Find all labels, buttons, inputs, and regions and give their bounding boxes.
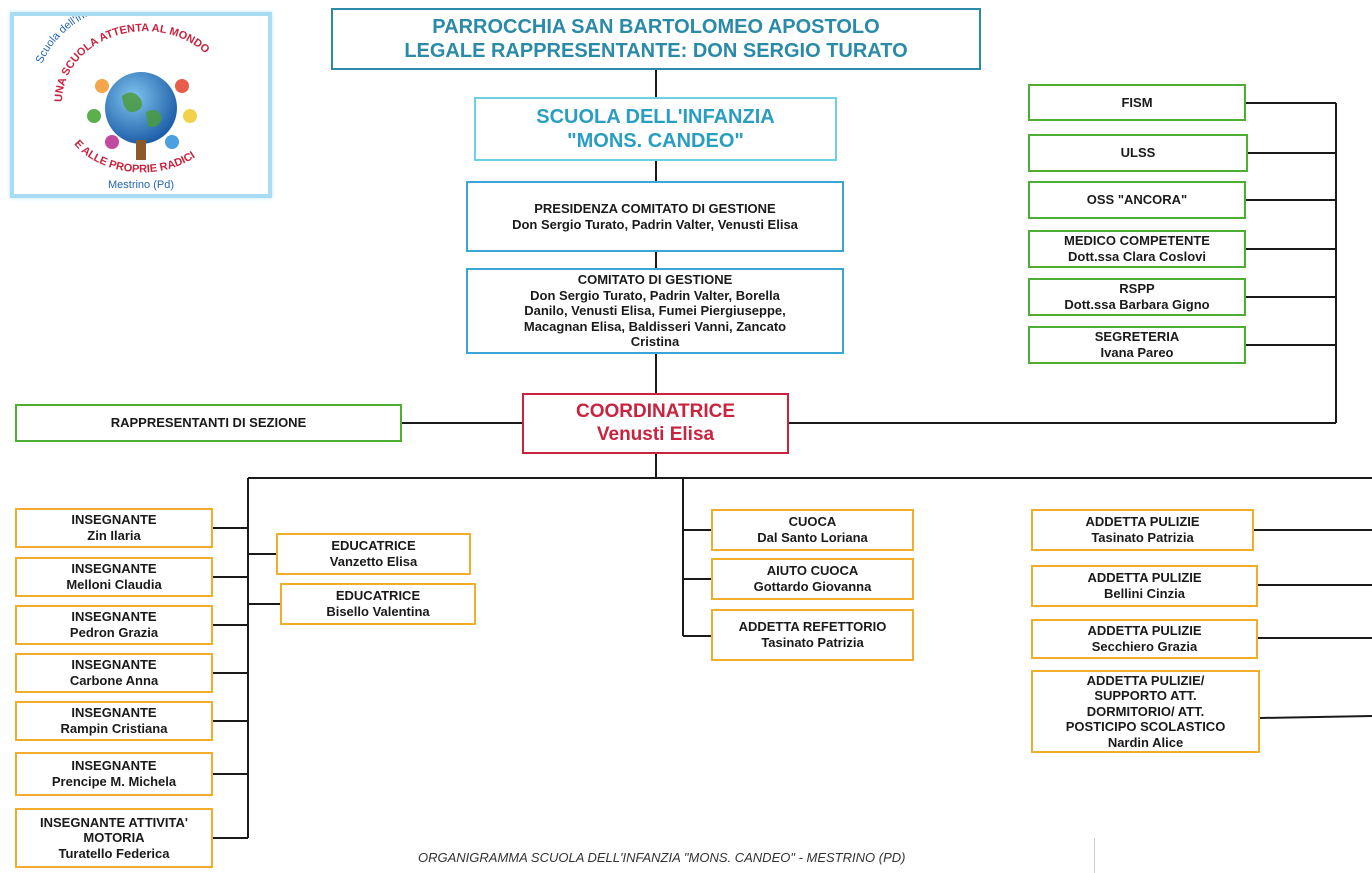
comitato-line: Cristina [630,334,680,350]
teacher-role: INSEGNANTE [71,561,157,577]
teacher-box: INSEGNANTE Rampin Cristiana [15,701,213,741]
coordinatrice-title: COORDINATRICE [575,400,736,422]
legal-representative: LEGALE RAPPRESENTANTE: DON SERGIO TURATO [404,40,908,62]
external-name: Dott.ssa Barbara Gigno [1064,297,1210,312]
external-box-ulss: ULSS [1028,134,1248,172]
footer-divider [1094,838,1095,873]
comitato-line: Macagnan Elisa, Baldisseri Vanni, Zancat… [523,318,787,334]
teacher-box: INSEGNANTE Melloni Claudia [15,557,213,597]
cleaning-box: ADDETTA PULIZIE Tasinato Patrizia [1031,509,1254,551]
teacher-name: Turatello Federica [58,845,170,861]
teacher-role: INSEGNANTE [71,705,157,721]
external-title: MEDICO COMPETENTE [1064,233,1210,249]
cleaning-name: Tasinato Patrizia [1091,530,1194,545]
logo-place: Mestrino (Pd) [108,179,174,191]
teacher-name: Prencipe M. Michela [51,774,177,789]
school-name-line1: SCUOLA DELL'INFANZIA [536,106,775,128]
external-box-segreteria: SEGRETERIA Ivana Pareo [1028,326,1246,364]
cleaning-role: POSTICIPO SCOLASTICO [1065,719,1226,735]
teacher-role: INSEGNANTE [71,512,157,528]
tree-trunk-icon [136,140,146,160]
educator-role: EDUCATRICE [335,588,421,604]
teacher-role: INSEGNANTE ATTIVITA' [39,814,188,830]
presidenza-box: PRESIDENZA COMITATO DI GESTIONE Don Serg… [466,181,844,252]
cleaning-role: DORMITORIO/ ATT. [1086,703,1205,719]
comitato-line: Danilo, Venusti Elisa, Fumei Piergiusepp… [524,303,786,319]
kitchen-name: Tasinato Patrizia [761,635,864,650]
rappresentanti-box: RAPPRESENTANTI DI SEZIONE [15,404,402,442]
cleaning-name: Secchiero Grazia [1091,639,1198,654]
educator-name: Bisello Valentina [326,604,430,619]
external-name: Dott.ssa Clara Coslovi [1068,249,1206,264]
teacher-role: INSEGNANTE [71,758,157,774]
presidenza-members: Don Sergio Turato, Padrin Valter, Venust… [512,216,798,232]
educator-box: EDUCATRICE Bisello Valentina [280,583,476,625]
rappresentanti-label: RAPPRESENTANTI DI SEZIONE [110,415,307,431]
cleaning-role: ADDETTA PULIZIE [1087,623,1202,639]
teacher-role: INSEGNANTE [71,609,157,625]
kitchen-name: Dal Santo Loriana [757,530,868,545]
cleaning-role: SUPPORTO ATT. [1094,688,1197,704]
external-box-fism: FISM [1028,84,1246,121]
school-logo: Scuola dell'infanzia "Mons. A. Candeo" U… [10,0,272,198]
teacher-name: Zin Ilaria [87,528,141,543]
kitchen-box: AIUTO CUOCA Gottardo Giovanna [711,558,914,600]
kitchen-role: CUOCA [788,514,837,530]
cleaning-box: ADDETTA PULIZIE Secchiero Grazia [1031,619,1258,659]
comitato-line: Don Sergio Turato, Padrin Valter, Borell… [530,287,780,303]
external-title: RSPP [1119,281,1155,297]
cleaning-name: Bellini Cinzia [1104,586,1185,601]
cleaning-role: ADDETTA PULIZIE/ [1086,672,1205,688]
educator-name: Vanzetto Elisa [329,554,418,569]
teacher-box: INSEGNANTE Zin Ilaria [15,508,213,548]
teacher-name: Carbone Anna [69,673,159,688]
teacher-name: Rampin Cristiana [60,721,168,736]
presidenza-title: PRESIDENZA COMITATO DI GESTIONE [534,200,776,216]
external-box-rspp: RSPP Dott.ssa Barbara Gigno [1028,278,1246,316]
kitchen-box: CUOCA Dal Santo Loriana [711,509,914,551]
cleaning-role: ADDETTA PULIZIE [1087,570,1202,586]
cleaning-box: ADDETTA PULIZIE Bellini Cinzia [1031,565,1258,607]
kitchen-role: AIUTO CUOCA [766,563,859,579]
teacher-role: INSEGNANTE [71,657,157,673]
external-title: OSS "ANCORA" [1086,192,1188,208]
cleaning-role: ADDETTA PULIZIE [1085,514,1200,530]
parish-name: PARROCCHIA SAN BARTOLOMEO APOSTOLO [432,16,880,38]
teacher-role: MOTORIA [83,830,145,846]
cleaning-box: ADDETTA PULIZIE/ SUPPORTO ATT. DORMITORI… [1031,670,1260,753]
external-title: FISM [1121,94,1153,110]
coordinatrice-name: Venusti Elisa [596,423,715,445]
parish-header-box: PARROCCHIA SAN BARTOLOMEO APOSTOLO LEGAL… [331,8,981,70]
teacher-box: INSEGNANTE Pedron Grazia [15,605,213,645]
kitchen-name: Gottardo Giovanna [753,579,872,594]
teacher-box: INSEGNANTE ATTIVITA' MOTORIA Turatello F… [15,808,213,868]
educator-role: EDUCATRICE [331,538,416,554]
teacher-name: Pedron Grazia [69,625,159,640]
external-box-medico: MEDICO COMPETENTE Dott.ssa Clara Coslovi [1028,230,1246,268]
school-name-line2: "MONS. CANDEO" [567,130,744,152]
external-title: SEGRETERIA [1094,329,1180,345]
footer-caption: ORGANIGRAMMA SCUOLA DELL'INFANZIA "MONS.… [418,850,906,865]
globe-icon [105,72,177,144]
cleaning-name: Nardin Alice [1107,734,1184,750]
school-name-box: SCUOLA DELL'INFANZIA "MONS. CANDEO" [474,97,837,161]
coordinatrice-box: COORDINATRICE Venusti Elisa [522,393,789,454]
teacher-name: Melloni Claudia [66,577,162,592]
educator-box: EDUCATRICE Vanzetto Elisa [276,533,471,575]
external-title: ULSS [1120,145,1156,161]
external-box-oss: OSS "ANCORA" [1028,181,1246,219]
comitato-title: COMITATO DI GESTIONE [577,272,733,288]
teacher-box: INSEGNANTE Prencipe M. Michela [15,752,213,796]
kitchen-box: ADDETTA REFETTORIO Tasinato Patrizia [711,609,914,661]
kitchen-role: ADDETTA REFETTORIO [738,619,887,635]
external-name: Ivana Pareo [1100,345,1174,360]
comitato-box: COMITATO DI GESTIONE Don Sergio Turato, … [466,268,844,354]
teacher-box: INSEGNANTE Carbone Anna [15,653,213,693]
